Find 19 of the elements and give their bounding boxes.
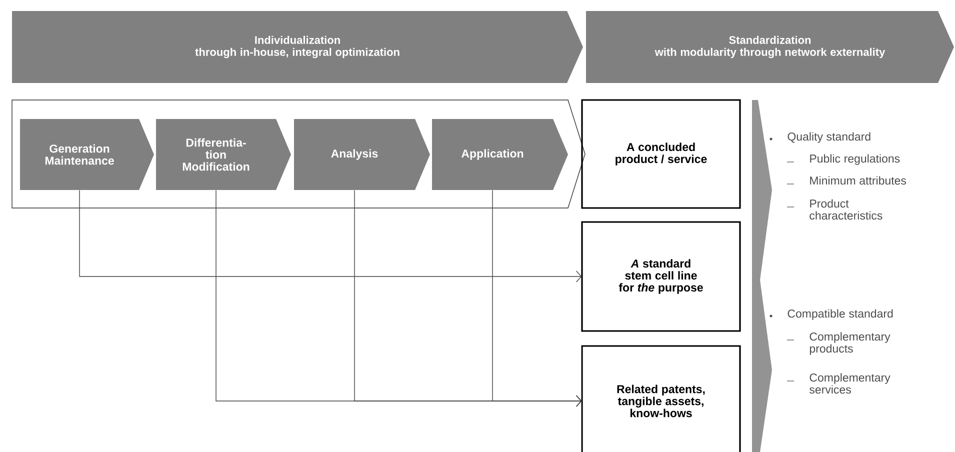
header-band: Standardization with modularity through network externality xyxy=(586,11,954,83)
process-step: Differentia- tion Modification xyxy=(156,119,291,190)
process-step: Generation Maintenance xyxy=(20,119,154,190)
bullet-text: Compatible standard xyxy=(788,309,893,320)
stage-outline xyxy=(12,100,586,208)
result-box: A concluded product / service xyxy=(581,99,741,209)
bullet-text: Complementary services xyxy=(810,373,890,394)
connector-arrow xyxy=(492,190,582,407)
process-step: Application xyxy=(432,119,568,190)
bullet-text: Quality standard xyxy=(788,132,870,143)
process-step: Analysis xyxy=(294,119,430,190)
header-band: Individualization through in-house, integral optimization xyxy=(12,11,583,83)
bullet-text: Minimum attributes xyxy=(810,176,906,185)
bullet-text: Complementary products xyxy=(810,332,890,355)
bullet-text: Product characteristics xyxy=(810,199,882,220)
result-box: Related patents, tangible assets, know-hows xyxy=(581,345,741,452)
bullet-text: Public regulations xyxy=(810,154,900,165)
connector-arrow xyxy=(79,190,582,282)
result-box: A standard stem cell line for the purpose xyxy=(581,221,741,332)
